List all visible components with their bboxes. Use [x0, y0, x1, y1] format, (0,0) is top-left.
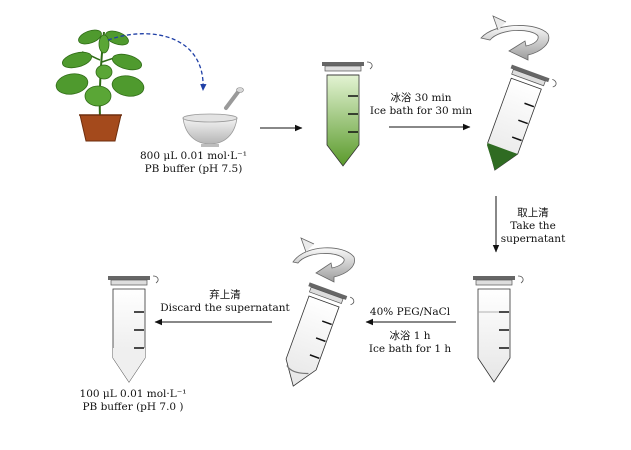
ice-bath-1h-label: 冰浴 1 h Ice bath for 1 h — [360, 330, 460, 356]
take-supernatant-en-2: supernatant — [500, 233, 566, 245]
centrifuge-tube-icon — [108, 275, 159, 383]
take-supernatant-label: 取上清 Take the supernatant — [497, 207, 569, 246]
ice-bath-1h-en: Ice bath for 1 h — [368, 343, 452, 355]
ice-bath-1h-cn: 冰浴 1 h — [389, 330, 431, 342]
peg-nacl-text: 40% PEG/NaCl — [369, 306, 451, 318]
ice-bath-30-label: 冰浴 30 min Ice bath for 30 min — [360, 92, 482, 118]
centrifuge-tube-icon — [285, 282, 355, 387]
take-supernatant-en-1: Take the — [510, 220, 556, 232]
rotation-arrow-icon — [292, 237, 355, 283]
ice-bath-30-en: Ice bath for 30 min — [369, 105, 473, 117]
start-buffer-line1: 800 μL 0.01 mol·L⁻¹ — [140, 150, 247, 162]
centrifuge-tube-icon — [322, 61, 373, 167]
centrifuge-tube-icon — [486, 64, 557, 171]
ice-bath-30-cn: 冰浴 30 min — [390, 92, 452, 104]
peg-nacl-label: 40% PEG/NaCl — [360, 306, 460, 319]
pot-icon — [79, 114, 122, 142]
discard-en: Discard the supernatant — [160, 302, 290, 314]
end-buffer-label: 100 μL 0.01 mol·L⁻¹ PB buffer (pH 7.0 ) — [70, 388, 196, 414]
transfer-arrow — [107, 33, 207, 91]
discard-cn: 弃上清 — [209, 289, 241, 301]
rotation-arrow-icon — [480, 15, 550, 61]
take-supernatant-cn: 取上清 — [517, 207, 549, 219]
mortar-pestle-icon — [182, 87, 244, 147]
end-buffer-line1: 100 μL 0.01 mol·L⁻¹ — [79, 388, 187, 400]
centrifuge-tube-icon — [473, 275, 524, 383]
end-buffer-line2: PB buffer (pH 7.0 ) — [82, 401, 184, 413]
start-buffer-label: 800 μL 0.01 mol·L⁻¹ PB buffer (pH 7.5) — [140, 150, 247, 176]
plant-icon — [55, 29, 145, 119]
discard-supernatant-label: 弃上清 Discard the supernatant — [152, 289, 298, 315]
start-buffer-line2: PB buffer (pH 7.5) — [144, 163, 243, 175]
